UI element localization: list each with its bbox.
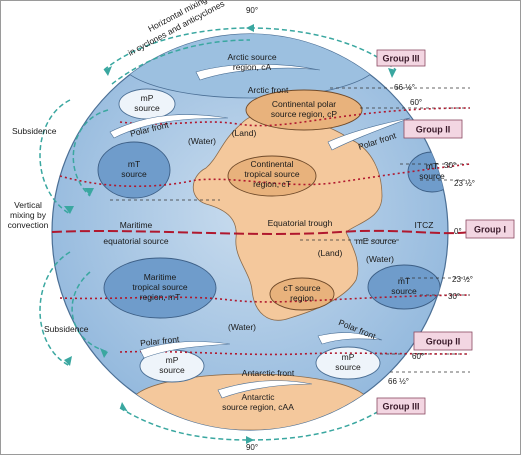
arctic-front-label: Arctic front: [248, 85, 289, 95]
cp-label-1: Continental polar: [272, 99, 336, 109]
ct-south-label-2: region: [290, 293, 314, 303]
group-i-label: Group I: [474, 225, 506, 235]
lat-60-south: 60°: [412, 352, 424, 361]
group-ii-south-box: [413, 331, 473, 351]
mp-southeast-label-1: mP: [342, 352, 355, 362]
lat-90-north: 90°: [246, 6, 258, 15]
mp-southeast-label-2: source: [335, 362, 361, 372]
water-south-label: (Water): [228, 322, 256, 332]
lat-30-south: 30°: [448, 292, 460, 301]
mt-southeast-label-1: mT: [398, 276, 410, 286]
mp-southwest-label-1: mP: [166, 355, 179, 365]
mt-northwest-source: [97, 141, 171, 199]
group-i-box: [465, 219, 515, 239]
mt-northwest-label-1: mT: [128, 159, 140, 169]
arctic-label-1: Arctic source: [227, 52, 276, 62]
group-ii-north-box: [403, 119, 463, 139]
antarctic-front-label: Antarctic front: [242, 368, 295, 378]
maritime-label: Maritime: [120, 220, 153, 230]
itcz-label: ITCZ: [415, 220, 434, 230]
mt-southeast-label-2: source: [391, 286, 417, 296]
cp-label-2: source region, cP: [271, 109, 337, 119]
mp-southeast-source: [315, 346, 381, 380]
vertical-mixing-label-2: mixing by: [10, 210, 47, 220]
mt-northwest-label-2: source: [121, 169, 147, 179]
mt-northeast-label-2: source: [419, 171, 445, 181]
group-iii-north-label: Group III: [383, 54, 420, 64]
mp-north-label-1: mP: [141, 93, 154, 103]
group-iii-south-box: [376, 397, 426, 415]
ct-north-source-region: [227, 155, 317, 197]
polar-front-southwest-label: Polar front: [140, 334, 181, 348]
caa-label-1: Antarctic: [241, 392, 275, 402]
mt-southeast-source: [367, 264, 441, 310]
caa-label-2: source region, cAA: [222, 402, 294, 412]
mt-southwest-label-3: region, mT: [140, 292, 181, 302]
ct-north-label-2: tropical source: [244, 169, 300, 179]
mp-southwest-label-2: source: [159, 365, 185, 375]
subsidence-top-label: Subsidence: [12, 126, 57, 136]
arctic-label-2: region, cA: [233, 62, 272, 72]
vertical-mixing-label-3: convection: [8, 220, 49, 230]
water-north-label: (Water): [188, 136, 216, 146]
group-iii-north-box: [376, 49, 426, 67]
ct-north-label-1: Continental: [250, 159, 293, 169]
front-arcs: [109, 63, 411, 399]
ct-south-label-1: cT source: [283, 283, 320, 293]
itcz-line: [51, 229, 471, 235]
cp-source-region: [245, 89, 363, 131]
equatorial-trough-label: Equatorial trough: [268, 218, 333, 228]
lat-0: 0°: [454, 227, 462, 236]
group-iii-south-label: Group III: [383, 402, 420, 412]
mt-southwest-label-2: tropical source: [132, 282, 188, 292]
lat-66-north: 66 ½°: [394, 83, 415, 92]
land-south-label: (Land): [318, 248, 343, 258]
mt-northeast-label-1: mT: [426, 161, 438, 171]
lat-66-south: 66 ½°: [388, 377, 409, 386]
mp-north-label-2: source: [134, 103, 160, 113]
lat-90-south: 90°: [246, 443, 258, 452]
lat-23-south: 23 ½°: [452, 275, 473, 284]
lat-23-north: 23 ½°: [454, 179, 475, 188]
mt-southwest-label-1: Maritime: [144, 272, 177, 282]
land-north-label: (Land): [232, 128, 257, 138]
water-mid-label: (Water): [366, 254, 394, 264]
fronts: [59, 107, 471, 356]
lat-60-north: 60°: [410, 98, 422, 107]
subsidence-bottom-label: Subsidence: [44, 324, 89, 334]
ct-north-label-3: region, cT: [253, 179, 291, 189]
group-ii-north-label: Group II: [416, 125, 451, 135]
equatorial-source-label: equatorial source: [103, 236, 168, 246]
mt-southwest-source: [103, 257, 217, 319]
lat-30-north: 30°: [444, 161, 456, 170]
circulation-arrowheads: [64, 24, 396, 444]
me-source-label: mE source: [356, 236, 397, 246]
circulation-arrows: [39, 27, 397, 441]
group-boxes: [376, 49, 515, 415]
vertical-mixing-label-1: Vertical: [14, 200, 42, 210]
group-ii-south-label: Group II: [426, 337, 461, 347]
